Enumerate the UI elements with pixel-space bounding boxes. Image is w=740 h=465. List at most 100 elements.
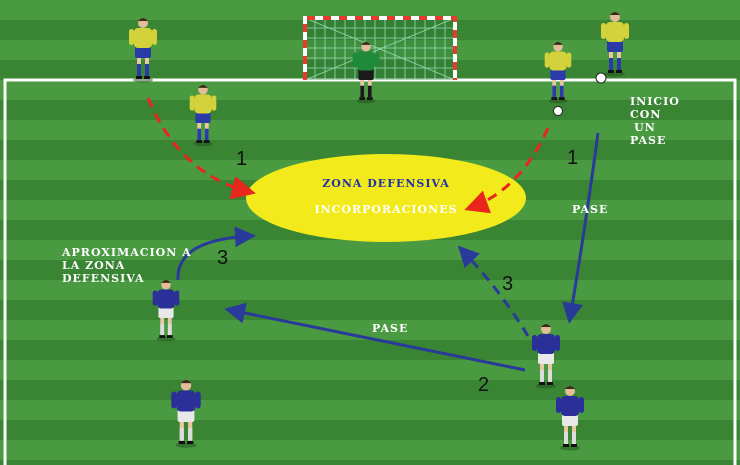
grass-stripe (0, 460, 740, 465)
player-part (204, 128, 209, 141)
player-part (374, 52, 380, 68)
player-part (555, 335, 560, 351)
player-part (609, 58, 613, 70)
pase-label-bottom: PASE (372, 322, 409, 335)
attacker-player (544, 42, 572, 104)
defender-player (152, 280, 180, 342)
player-part (539, 382, 545, 385)
player-part (198, 85, 208, 88)
player-part (352, 52, 358, 68)
zone-subtitle: INCORPORACIONES (314, 203, 458, 216)
player-part (195, 391, 201, 409)
inicio-line: INICIO (630, 95, 680, 108)
player-part (174, 290, 180, 306)
player-part (359, 97, 366, 100)
player-part (152, 29, 157, 45)
player-part (579, 397, 584, 413)
player-part (188, 428, 193, 441)
player-part (137, 64, 141, 76)
grass-stripe (0, 280, 740, 300)
zone-title: ZONA DEFENSIVA (322, 177, 450, 190)
goalkeeper-player (352, 42, 380, 104)
player-part (552, 85, 557, 98)
player-part (211, 95, 217, 111)
player-part (532, 335, 537, 351)
player-part (360, 85, 365, 98)
player-part (166, 335, 173, 338)
player-part (540, 370, 544, 382)
ball (553, 106, 563, 116)
player-part (548, 370, 552, 382)
player-part (178, 440, 185, 445)
player-part (161, 280, 171, 283)
player-part (558, 97, 565, 100)
grass-stripe (0, 360, 740, 380)
player-part (136, 76, 142, 79)
red-run-left (146, 97, 256, 200)
player-part (145, 64, 149, 76)
inicio-line: CON (630, 108, 662, 121)
player-part (167, 323, 172, 336)
aproximacion-line: APROXIMACION A (62, 246, 192, 259)
player-part (616, 70, 622, 73)
player-part (157, 289, 175, 309)
player-part (607, 40, 623, 52)
player-part (549, 51, 567, 71)
player-part (203, 140, 210, 143)
player-part (175, 442, 197, 448)
ball (595, 72, 607, 84)
player-part (538, 352, 554, 364)
grass-stripe (0, 380, 740, 400)
player-part (561, 396, 579, 416)
sequence-number-left-run: 1 (236, 148, 248, 170)
sequence-number-right-approach: 3 (502, 273, 514, 295)
player-part (197, 128, 202, 141)
player-part (171, 391, 177, 409)
player-part (601, 23, 606, 39)
player-part (550, 68, 566, 80)
defender-player (532, 324, 560, 389)
player-part (138, 18, 148, 21)
player-part (553, 42, 563, 45)
player-part (189, 95, 195, 111)
player-part (144, 76, 150, 79)
player-part (195, 111, 211, 123)
player-part (187, 440, 194, 445)
player-part (357, 51, 375, 71)
player-part (547, 382, 553, 385)
aproximacion-line: LA ZONA (62, 259, 126, 272)
player-part (551, 97, 558, 100)
player-part (367, 85, 372, 98)
sequence-number-right-run: 1 (567, 147, 579, 169)
player-part (361, 42, 371, 45)
inicio-line: UN (634, 121, 656, 134)
player-part (624, 23, 629, 39)
attacker-player (129, 18, 157, 83)
player-part (194, 94, 212, 114)
sequence-number-long-pass: 2 (478, 374, 490, 396)
player-part (610, 12, 620, 15)
player-part (566, 52, 572, 68)
grass-stripe (0, 0, 740, 20)
inicio-label: INICIO CON UN PASE (630, 95, 680, 147)
grass-stripe (0, 20, 740, 40)
player-part (541, 324, 551, 327)
player-part (160, 323, 165, 336)
player-part (537, 334, 555, 354)
player-part (559, 85, 564, 98)
players (129, 12, 629, 451)
grass-stripe (0, 320, 740, 340)
red-run-right (464, 127, 550, 214)
player-part (572, 432, 576, 444)
blue-approach-left (176, 226, 256, 281)
player-part (196, 140, 203, 143)
player-part (158, 306, 174, 318)
grass-stripe (0, 120, 740, 140)
pase-label-right: PASE (572, 203, 609, 216)
player-part (556, 397, 561, 413)
player-part (176, 390, 196, 412)
defender-player (556, 386, 584, 451)
player-part (571, 444, 577, 447)
player-part (563, 444, 569, 447)
attacker-player (189, 85, 217, 147)
